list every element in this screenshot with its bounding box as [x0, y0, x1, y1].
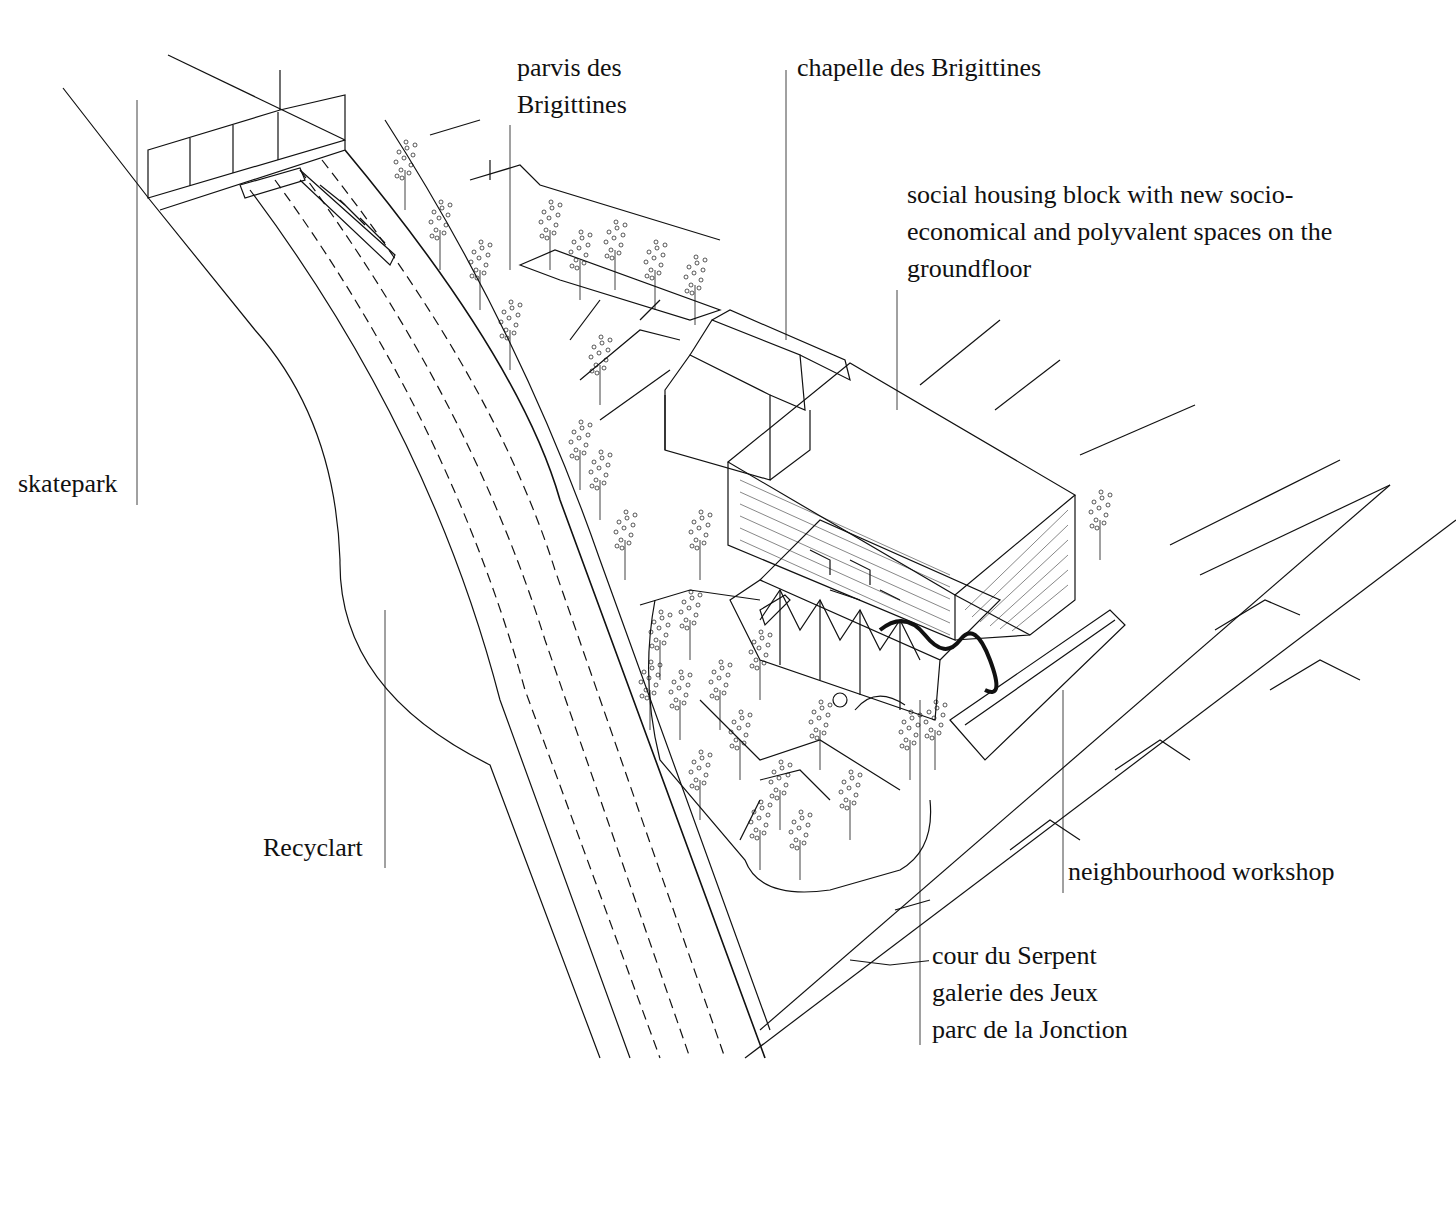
place-label: Recyclart	[260, 829, 366, 866]
place-label: parc de la Jonction	[929, 1011, 1131, 1048]
place-label: chapelle des Brigittines	[794, 49, 1044, 86]
chapel-building	[665, 310, 850, 480]
road-edge	[345, 150, 765, 1058]
program-label: neighbourhood workshop	[1065, 853, 1337, 890]
program-label: social housing block with new socio-econ…	[904, 176, 1380, 287]
place-label: skatepark	[15, 465, 121, 502]
galerie-structure	[730, 520, 1000, 720]
skatepark-bridge	[148, 70, 395, 265]
parvis-paving	[430, 120, 720, 420]
park-paths	[640, 590, 931, 892]
road-edge	[250, 190, 630, 1058]
road-boundary	[63, 88, 600, 1058]
housing-block	[728, 363, 1075, 640]
lane-line	[300, 170, 690, 1058]
place-label: parvis des Brigittines	[514, 49, 670, 123]
place-label: cour du Serpent	[929, 937, 1100, 974]
street-lines	[745, 320, 1456, 1058]
lane-line	[275, 180, 660, 1058]
place-label: galerie des Jeux	[929, 974, 1101, 1011]
road-boundary	[168, 55, 345, 140]
sidewalk-line	[385, 120, 770, 1030]
lane-line	[322, 160, 725, 1058]
